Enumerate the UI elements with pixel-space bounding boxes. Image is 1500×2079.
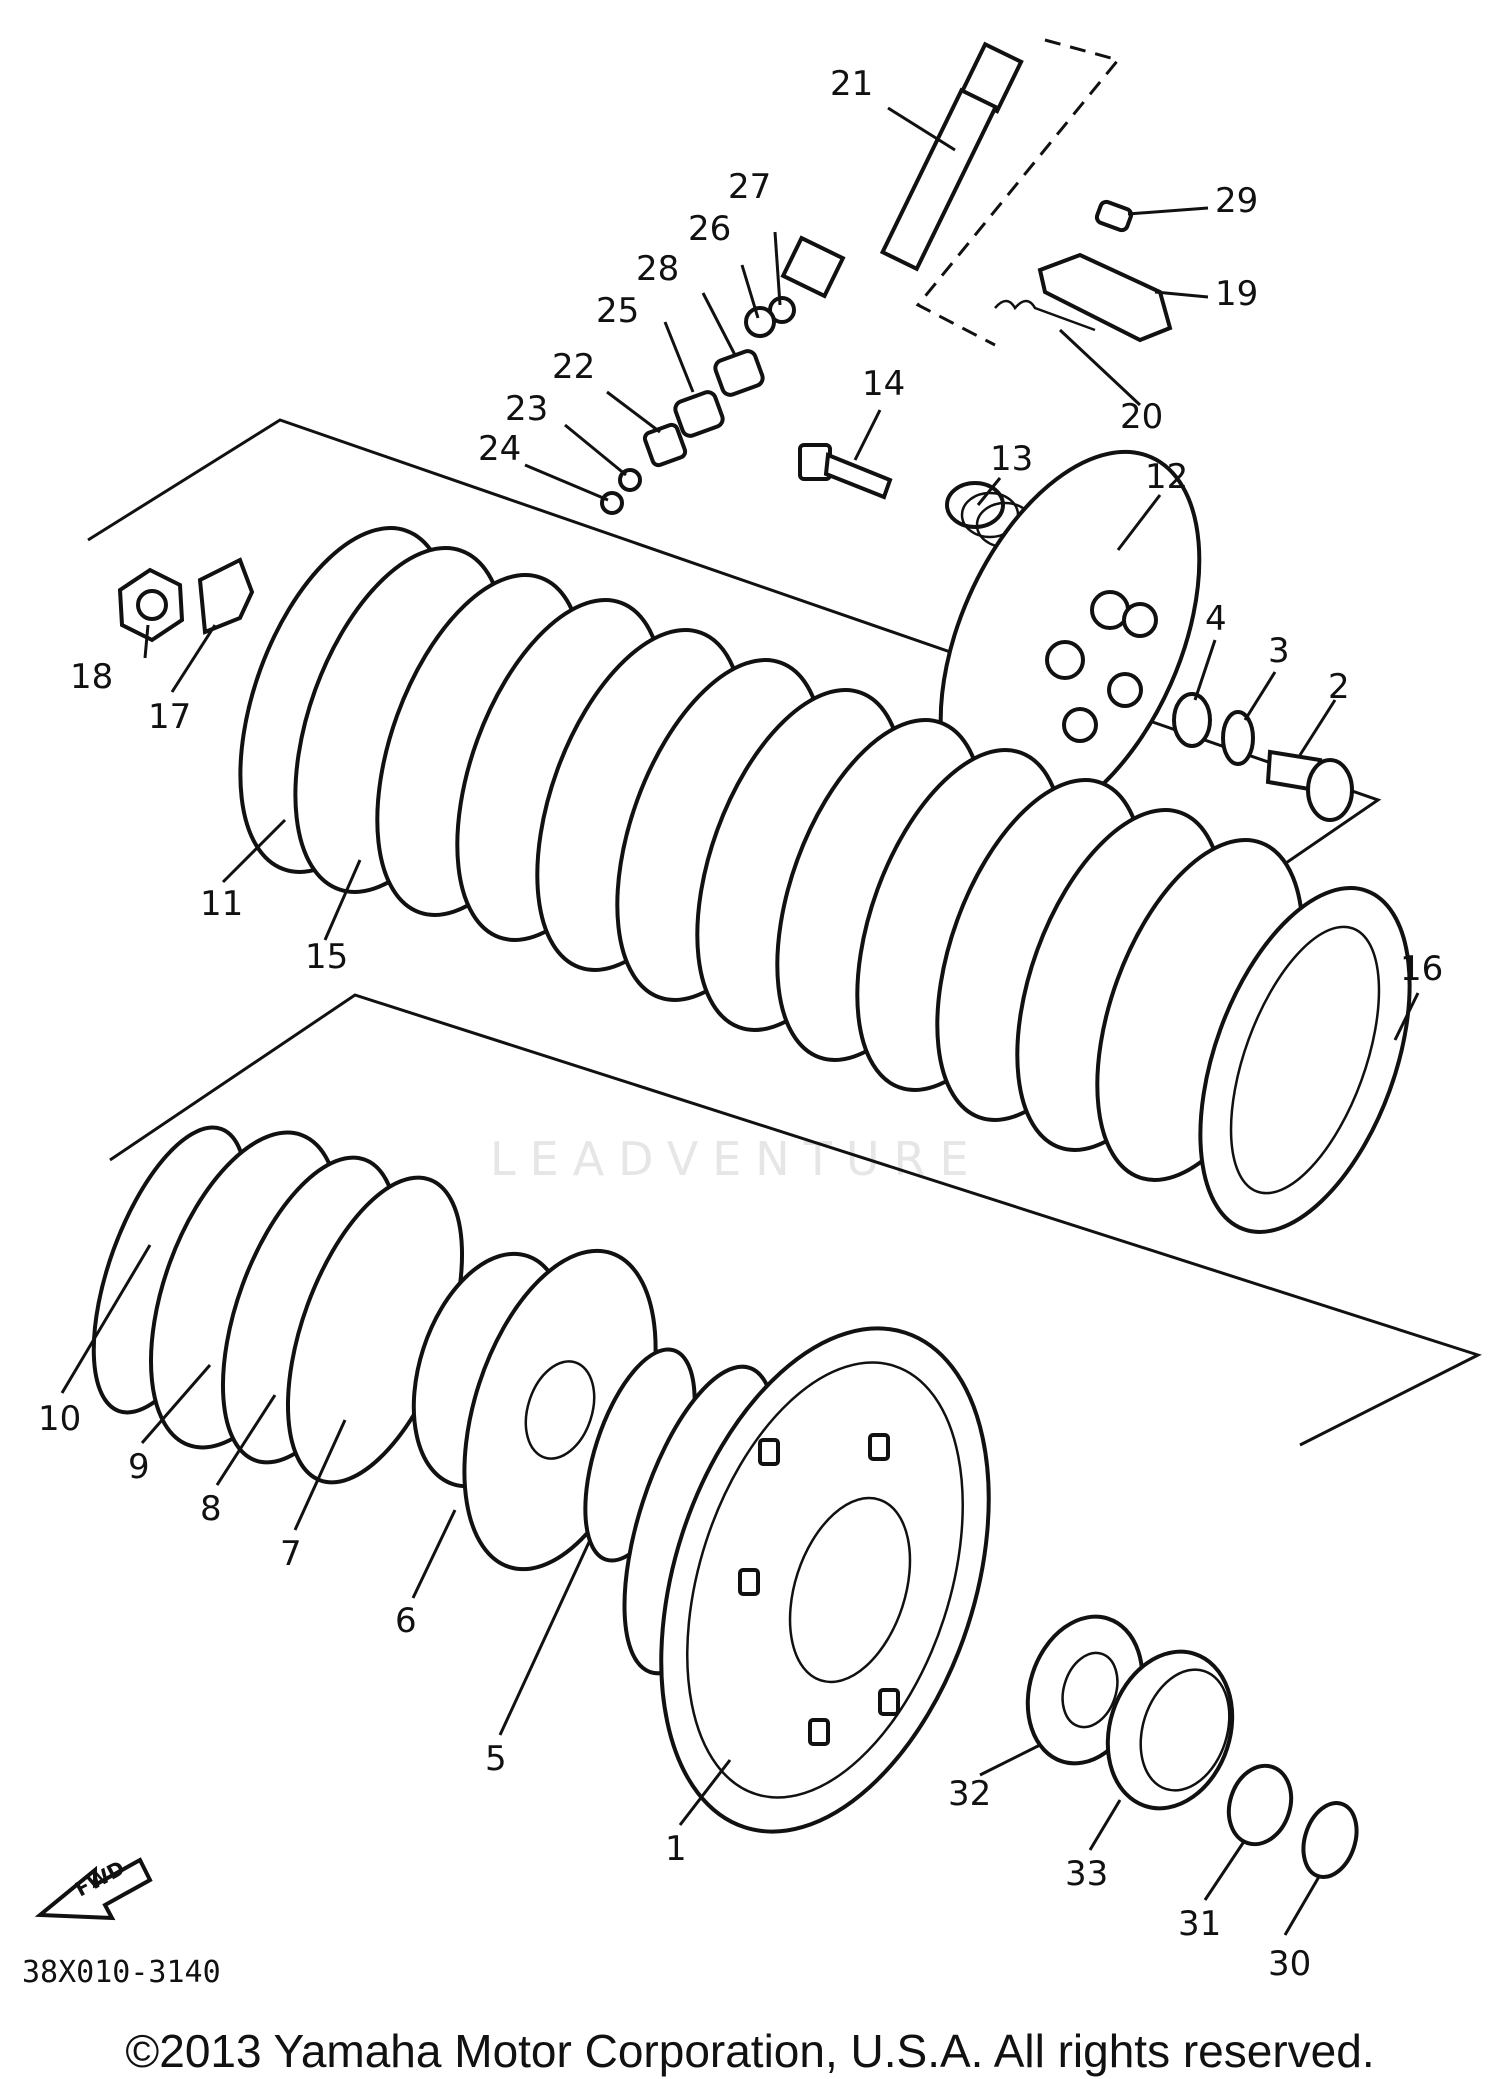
push-rod <box>780 41 1024 299</box>
pushrod-end-parts <box>1172 692 1354 822</box>
callout-27: 27 <box>728 167 771 207</box>
primary-driven-gear <box>622 1326 991 1834</box>
callout-33: 33 <box>1065 1854 1108 1894</box>
callout-32: 32 <box>948 1774 991 1814</box>
callout-22: 22 <box>552 347 595 387</box>
forward-arrow-icon: FWD <box>34 1856 153 1921</box>
callout-3: 3 <box>1268 631 1290 671</box>
callout-5: 5 <box>485 1739 507 1779</box>
diagram-code: 38X010-3140 <box>22 1955 221 1990</box>
callout-30: 30 <box>1268 1944 1311 1984</box>
callout-11: 11 <box>200 884 243 924</box>
callout-8: 8 <box>200 1489 222 1529</box>
callout-23: 23 <box>505 389 548 429</box>
small-bearing-parts <box>600 296 796 515</box>
callout-25: 25 <box>596 291 639 331</box>
callout-1: 1 <box>665 1829 687 1869</box>
callout-9: 9 <box>128 1447 150 1487</box>
callout-21: 21 <box>830 64 873 104</box>
clutch-bolt <box>798 443 893 500</box>
gear-bearings <box>1025 1614 1359 1879</box>
callout-19: 19 <box>1215 274 1258 314</box>
callout-12: 12 <box>1145 457 1188 497</box>
callout-17: 17 <box>148 697 191 737</box>
callout-31: 31 <box>1178 1904 1221 1944</box>
lower-assembly-frame <box>109 993 1482 1447</box>
circlip-and-plates <box>91 1125 465 1485</box>
callout-26: 26 <box>688 209 731 249</box>
callout-13: 13 <box>990 439 1033 479</box>
watermark: LEADVENTURE <box>490 1132 983 1186</box>
callout-6: 6 <box>395 1601 417 1641</box>
clutch-plate-stack <box>238 526 1412 1234</box>
callout-20: 20 <box>1120 397 1163 437</box>
callout-15: 15 <box>305 937 348 977</box>
push-lever-outline <box>915 38 1121 347</box>
callout-18: 18 <box>70 657 113 697</box>
callout-29: 29 <box>1215 181 1258 221</box>
callout-2: 2 <box>1328 667 1350 707</box>
nut-and-washer <box>117 557 255 643</box>
leader-lines <box>60 106 1420 1936</box>
callout-4: 4 <box>1205 599 1227 639</box>
callout-10: 10 <box>38 1399 81 1439</box>
pressure-plate <box>938 449 1202 831</box>
callout-14: 14 <box>862 364 905 404</box>
copyright-notice: ©2013 Yamaha Motor Corporation, U.S.A. A… <box>125 2025 1375 2077</box>
callout-16: 16 <box>1400 949 1443 989</box>
callout-24: 24 <box>478 429 521 469</box>
callout-7: 7 <box>280 1534 302 1574</box>
lever-parts <box>994 199 1173 343</box>
callout-28: 28 <box>636 249 679 289</box>
callouts: 21 29 19 20 27 26 28 25 22 23 24 14 13 1… <box>38 64 1443 1984</box>
plate-stack-frame <box>87 418 1382 917</box>
